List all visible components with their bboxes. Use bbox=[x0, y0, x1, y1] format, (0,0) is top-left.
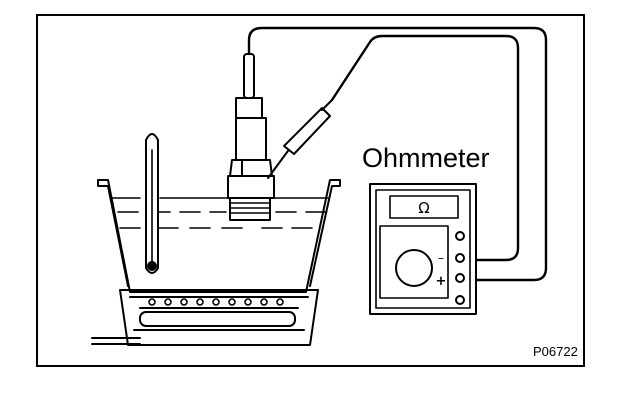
meter-display-symbol: Ω bbox=[418, 199, 429, 217]
water-container bbox=[97, 179, 341, 293]
diagram-frame bbox=[36, 14, 585, 367]
ohmmeter bbox=[369, 183, 477, 315]
figure-code: P06722 bbox=[533, 344, 578, 359]
terminal-plus-label: + bbox=[436, 274, 447, 289]
test-leads bbox=[247, 26, 548, 282]
test-probe bbox=[267, 99, 333, 179]
burner-stand bbox=[91, 289, 319, 346]
burner-flame-holes bbox=[148, 298, 284, 306]
ohmmeter-label: Ohmmeter bbox=[362, 143, 490, 173]
thermometer bbox=[145, 133, 159, 274]
temperature-sensor bbox=[227, 53, 275, 221]
terminal-minus-label: – bbox=[438, 251, 444, 265]
water-surface bbox=[111, 197, 329, 229]
